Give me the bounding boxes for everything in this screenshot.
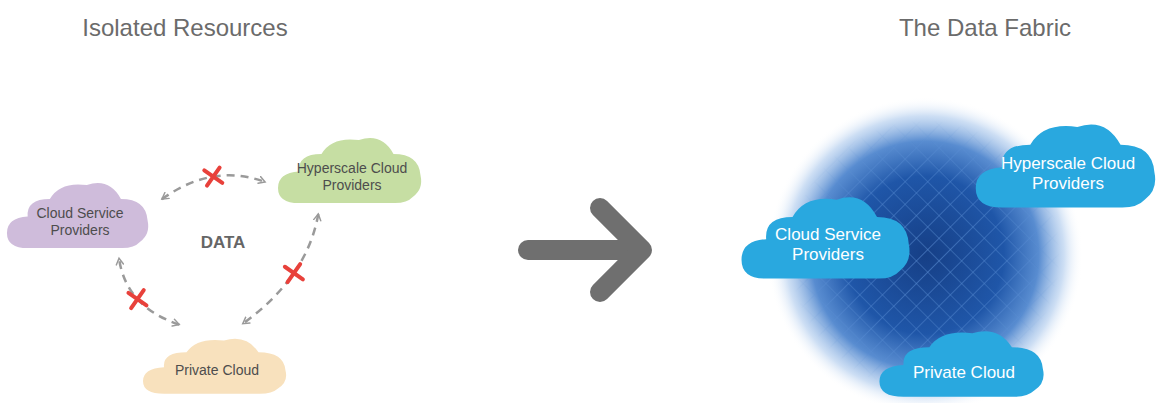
cloud-label: Private Cloud: [890, 363, 1038, 383]
center-label: DATA: [201, 233, 246, 253]
cloud-node: Cloud Service Providers: [4, 175, 152, 251]
cloud-label: Cloud Service Providers: [752, 225, 904, 266]
cloud-outline: [7, 183, 148, 248]
cloud-outline: [278, 138, 421, 203]
cloud-node: Private Cloud: [876, 323, 1048, 399]
cloud-node: Hyperscale Cloud Providers: [972, 114, 1160, 211]
cloud-outline: [742, 197, 910, 278]
cross-stroke: [207, 168, 220, 186]
cloud-label: Hyperscale Cloud Providers: [289, 160, 415, 194]
blocked-cross: [128, 290, 146, 308]
cloud-outline: [976, 124, 1155, 207]
blocked-cross: [204, 168, 222, 186]
cloud-shape: [876, 323, 1048, 399]
cloud-outline: [879, 331, 1043, 397]
section-heading: The Data Fabric: [899, 14, 1071, 42]
dashed-connector: [119, 258, 179, 324]
cloud-outline: [143, 339, 286, 394]
cloud-node: Hyperscale Cloud Providers: [275, 130, 425, 206]
cross-stroke: [131, 290, 144, 308]
cloud-label: Hyperscale Cloud Providers: [986, 154, 1150, 195]
cloud-label: Private Cloud: [154, 362, 280, 379]
cross-stroke: [288, 264, 301, 282]
transition-arrow: [528, 208, 642, 292]
dashed-connector: [243, 214, 319, 324]
cloud-node: Cloud Service Providers: [738, 187, 914, 282]
blocked-cross: [285, 264, 303, 282]
cloud-node: Private Cloud: [140, 332, 290, 396]
cloud-label: Cloud Service Providers: [18, 205, 142, 239]
section-heading: Isolated Resources: [82, 14, 287, 42]
